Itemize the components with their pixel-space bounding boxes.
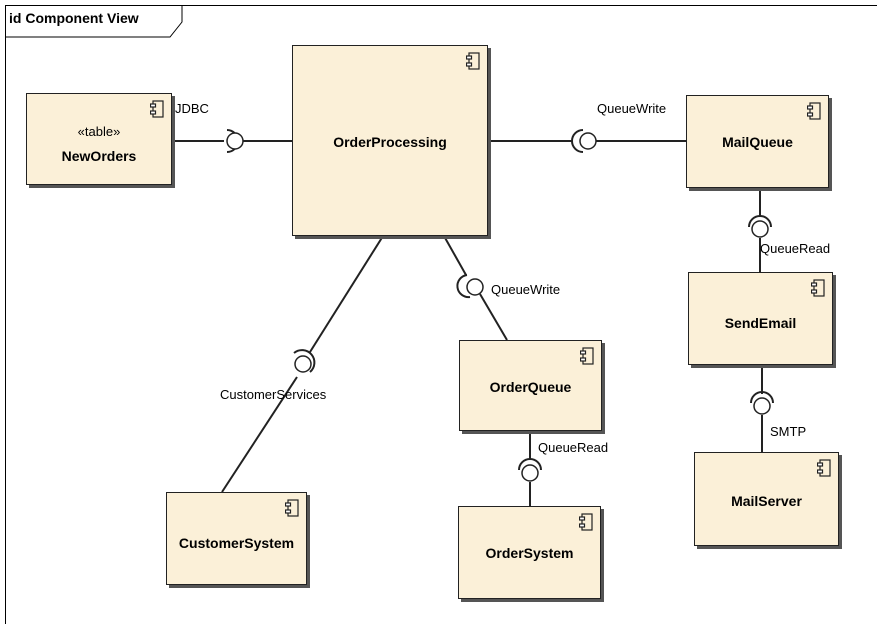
component-name: NewOrders: [61, 148, 137, 164]
interface-label-queuewrite-mail: QueueWrite: [597, 101, 667, 116]
interface-label-jdbc: JDBC: [175, 101, 209, 116]
component-mailqueue[interactable]: MailQueue: [686, 95, 829, 188]
component-icon: [811, 279, 825, 297]
queuewrite-mail-lollipop: [579, 132, 597, 150]
frame-title: id Component View: [9, 10, 139, 26]
connector-orderprocessing-customer-top: [309, 235, 384, 353]
component-ordersystem[interactable]: OrderSystem: [458, 506, 601, 599]
customerservices-socket: [293, 349, 316, 373]
interface-label-smtp: SMTP: [770, 424, 807, 439]
interface-label-queueread-mail: QueueRead: [760, 241, 831, 256]
interface-label-queuewrite-order: QueueWrite: [491, 282, 561, 297]
component-icon: [285, 499, 299, 517]
queueread-order-lollipop: [521, 464, 539, 482]
queuewrite-order-lollipop: [466, 278, 484, 296]
connector-customersystem-up: [221, 376, 298, 493]
interface-label-queueread-order: QueueRead: [538, 440, 609, 455]
diagram-frame: [5, 5, 877, 624]
component-icon: [580, 347, 594, 365]
queueread-order-socket: [518, 458, 542, 471]
component-orderqueue[interactable]: OrderQueue: [459, 340, 602, 431]
component-name: OrderQueue: [489, 379, 572, 395]
queuewrite-mail-socket: [571, 129, 584, 153]
queueread-mail-socket: [748, 215, 772, 228]
component-name: SendEmail: [724, 315, 797, 331]
component-sendemail[interactable]: SendEmail: [688, 272, 833, 365]
connector-orderprocessing-orderqueue-top: [443, 235, 467, 276]
queuewrite-order-socket: [456, 274, 471, 299]
component-name: MailServer: [731, 493, 802, 509]
component-icon: [807, 102, 821, 120]
component-name: OrderProcessing: [333, 134, 447, 150]
component-icon: [466, 52, 480, 70]
jdbc-lollipop: [226, 132, 244, 150]
customerservices-lollipop: [294, 355, 312, 373]
component-mailserver[interactable]: MailServer: [694, 452, 839, 546]
connector-orderqueue-top: [479, 293, 508, 341]
component-icon: [817, 459, 831, 477]
stereotype-table: «table»: [77, 124, 121, 139]
smtp-lollipop: [753, 397, 771, 415]
component-customersystem[interactable]: CustomerSystem: [166, 492, 307, 585]
smtp-socket: [750, 391, 774, 404]
component-orderprocessing[interactable]: OrderProcessing: [292, 45, 488, 236]
component-neworders[interactable]: «table» NewOrders: [26, 93, 172, 185]
component-name: OrderSystem: [485, 545, 574, 561]
component-name: MailQueue: [722, 134, 793, 150]
component-icon: [150, 100, 164, 118]
queueread-mail-lollipop: [751, 220, 769, 238]
component-icon: [579, 513, 593, 531]
interface-label-customerservices: CustomerServices: [220, 387, 327, 402]
component-name: CustomerSystem: [178, 535, 295, 551]
